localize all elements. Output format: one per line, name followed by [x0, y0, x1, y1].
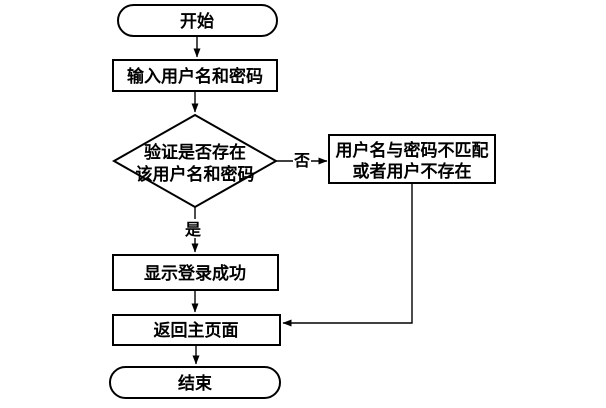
node-end-label: 结束 [178, 373, 212, 393]
edge-label-no: 否 [293, 152, 310, 170]
node-input-shape [112, 59, 278, 92]
no-label-background [293, 151, 311, 168]
node-decision-label-line1: 验证是否存在 [144, 142, 246, 162]
node-return-label: 返回主页面 [154, 320, 239, 340]
node-return-shape [112, 314, 281, 346]
node-end-shape [109, 366, 281, 399]
node-decision-shape [111, 113, 279, 209]
node-start-shape [117, 4, 278, 37]
edge-label-yes: 是 [184, 221, 201, 239]
node-error-label-line2: 或者用户不存在 [353, 161, 472, 181]
node-success-label: 显示登录成功 [144, 263, 246, 283]
node-decision-label-line2: 该用户名和密码 [136, 164, 255, 184]
node-start-label: 开始 [180, 11, 214, 31]
node-error-shape [328, 134, 496, 184]
edge-error-to-return [282, 183, 413, 327]
node-success-shape [112, 254, 279, 291]
node-input-label: 输入用户名和密码 [127, 66, 263, 86]
yes-label-background [184, 219, 202, 238]
node-error-label-line1: 用户名与密码不匹配 [336, 140, 489, 160]
